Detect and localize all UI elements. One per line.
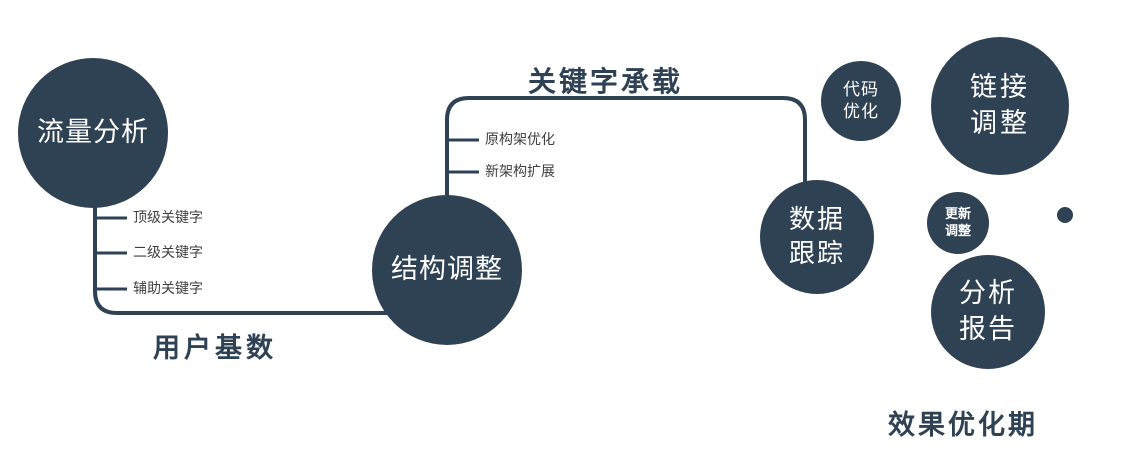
edge-label-user-base: 用户基数 — [153, 333, 277, 364]
connector-traffic-to-structure — [93, 180, 447, 315]
edge-label-keyword-carrying: 关键字承载 — [528, 65, 684, 98]
tick-label-top-keyword: 顶级关键字 — [133, 210, 203, 226]
node-code-optimization: 代码 优化 — [821, 61, 901, 141]
node-link-adjustment-line1: 链接 — [970, 72, 1030, 104]
caption-effect-optimization: 效果优化期 — [888, 410, 1038, 441]
node-structure-adjustment-label: 结构调整 — [391, 254, 503, 286]
tick-label-arch-optimize: 原构架优化 — [485, 132, 555, 148]
connector-structure-to-tracking — [445, 96, 807, 275]
node-analysis-report: 分析 报告 — [931, 255, 1045, 369]
tick-label-arch-expand: 新架构扩展 — [485, 164, 555, 180]
node-link-adjustment-line2: 调整 — [970, 108, 1030, 139]
node-traffic-analysis-label: 流量分析 — [37, 117, 149, 149]
node-data-tracking-line1: 数据 — [788, 204, 845, 235]
node-data-tracking-line2: 跟踪 — [788, 239, 845, 269]
small-dot-marker — [1057, 207, 1073, 223]
node-update-adjustment-line1: 更新 — [944, 206, 971, 222]
tick-label-second-keyword: 二级关键字 — [133, 245, 203, 261]
node-link-adjustment: 链接 调整 — [931, 37, 1069, 175]
node-code-optimization-line1: 代码 — [843, 79, 879, 100]
node-update-adjustment: 更新 调整 — [927, 192, 989, 254]
node-analysis-report-line1: 分析 — [959, 278, 1017, 310]
node-structure-adjustment: 结构调整 — [372, 195, 522, 345]
node-analysis-report-line2: 报告 — [959, 314, 1017, 345]
tick-label-aux-keyword: 辅助关键字 — [133, 281, 203, 297]
node-code-optimization-line2: 优化 — [843, 102, 879, 122]
node-data-tracking: 数据 跟踪 — [760, 180, 874, 294]
node-traffic-analysis: 流量分析 — [18, 58, 168, 208]
node-update-adjustment-line2: 调整 — [944, 224, 971, 239]
